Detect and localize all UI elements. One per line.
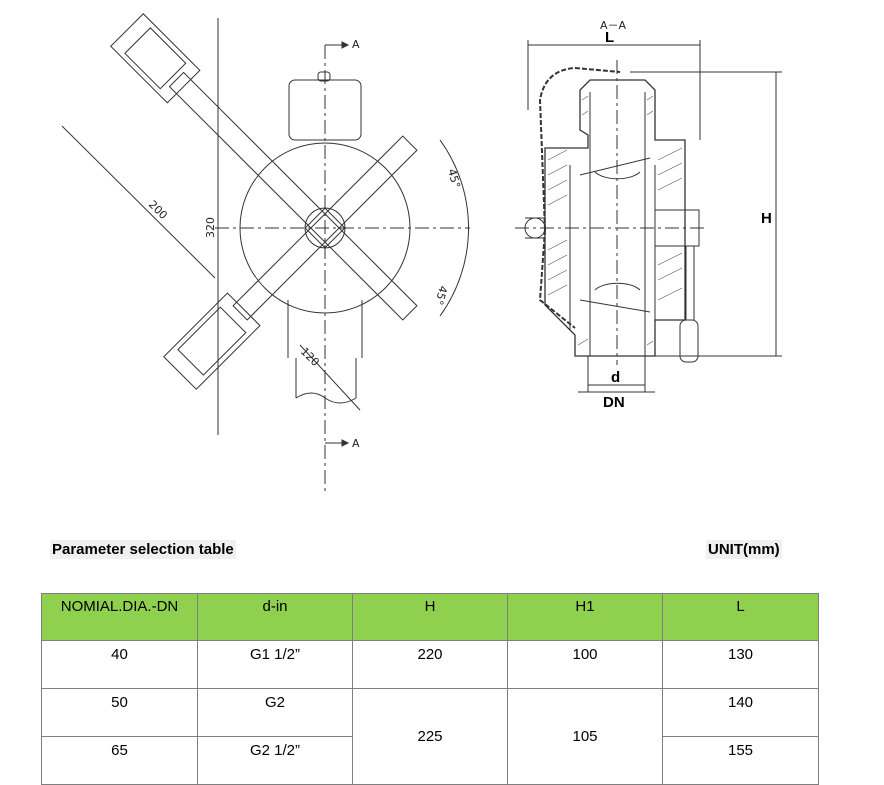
cell-dn: 40	[41, 640, 198, 689]
arrow-label-bottom: A	[352, 437, 360, 450]
dim-label-320: 320	[204, 217, 217, 238]
cell-h: 225	[352, 688, 508, 785]
table-caption: Parameter selection table	[50, 540, 236, 559]
cell-dn: 50	[41, 688, 198, 737]
header-d-in: d-in	[197, 593, 353, 641]
table-row: 50 G2 225 105 140	[41, 688, 819, 785]
cell-d-in: G2	[197, 688, 353, 737]
chain	[538, 66, 621, 231]
cell-d-in: G2 1/2”	[197, 736, 353, 785]
dim-line-120	[299, 344, 361, 411]
cell-l: 140	[662, 688, 819, 737]
body-circle	[239, 142, 411, 314]
arrow-label-top: A	[352, 38, 360, 51]
handle-bar-1	[110, 13, 418, 321]
cell-d-in: G1 1/2”	[197, 640, 353, 689]
cell-dn: 65	[41, 736, 198, 785]
dim-label-DN: DN	[603, 394, 625, 411]
dim-label-H: H	[761, 210, 772, 227]
table-row: 40 G1 1/2” 220 100 130	[41, 640, 819, 689]
cell-h1: 105	[507, 688, 663, 785]
header-dn: NOMIAL.DIA.-DN	[41, 593, 198, 641]
unit-label: UNIT(mm)	[706, 540, 782, 559]
cell-l: 130	[662, 640, 819, 689]
header-h1: H1	[507, 593, 663, 641]
angle-arc	[439, 139, 469, 317]
header-h: H	[352, 593, 508, 641]
parameter-table: NOMIAL.DIA.-DN d-in H H1 L 40 G1 1/2” 22…	[41, 593, 819, 785]
dim-label-d: d	[611, 369, 620, 386]
cell-l: 155	[662, 736, 819, 785]
cell-h1: 100	[507, 640, 663, 689]
handle-bar-2	[163, 135, 418, 390]
dim-label-L: L	[605, 29, 614, 46]
technical-drawing: A A 200 320 120 45° 45° A－A L H d DN	[61, 13, 782, 495]
cell-h: 220	[352, 640, 508, 689]
lever-grip	[679, 319, 699, 363]
cap-body	[288, 79, 362, 141]
angle-label-upper: 45°	[445, 167, 463, 189]
dim-line-200	[61, 125, 216, 279]
table-header-row: NOMIAL.DIA.-DN d-in H H1 L	[41, 593, 819, 641]
dim-label-200: 200	[146, 198, 170, 222]
valve-body-section	[544, 79, 686, 357]
angle-label-lower: 45°	[432, 284, 450, 306]
header-l: L	[662, 593, 819, 641]
section-label: A－A	[600, 19, 627, 32]
section-hatching	[547, 95, 683, 346]
